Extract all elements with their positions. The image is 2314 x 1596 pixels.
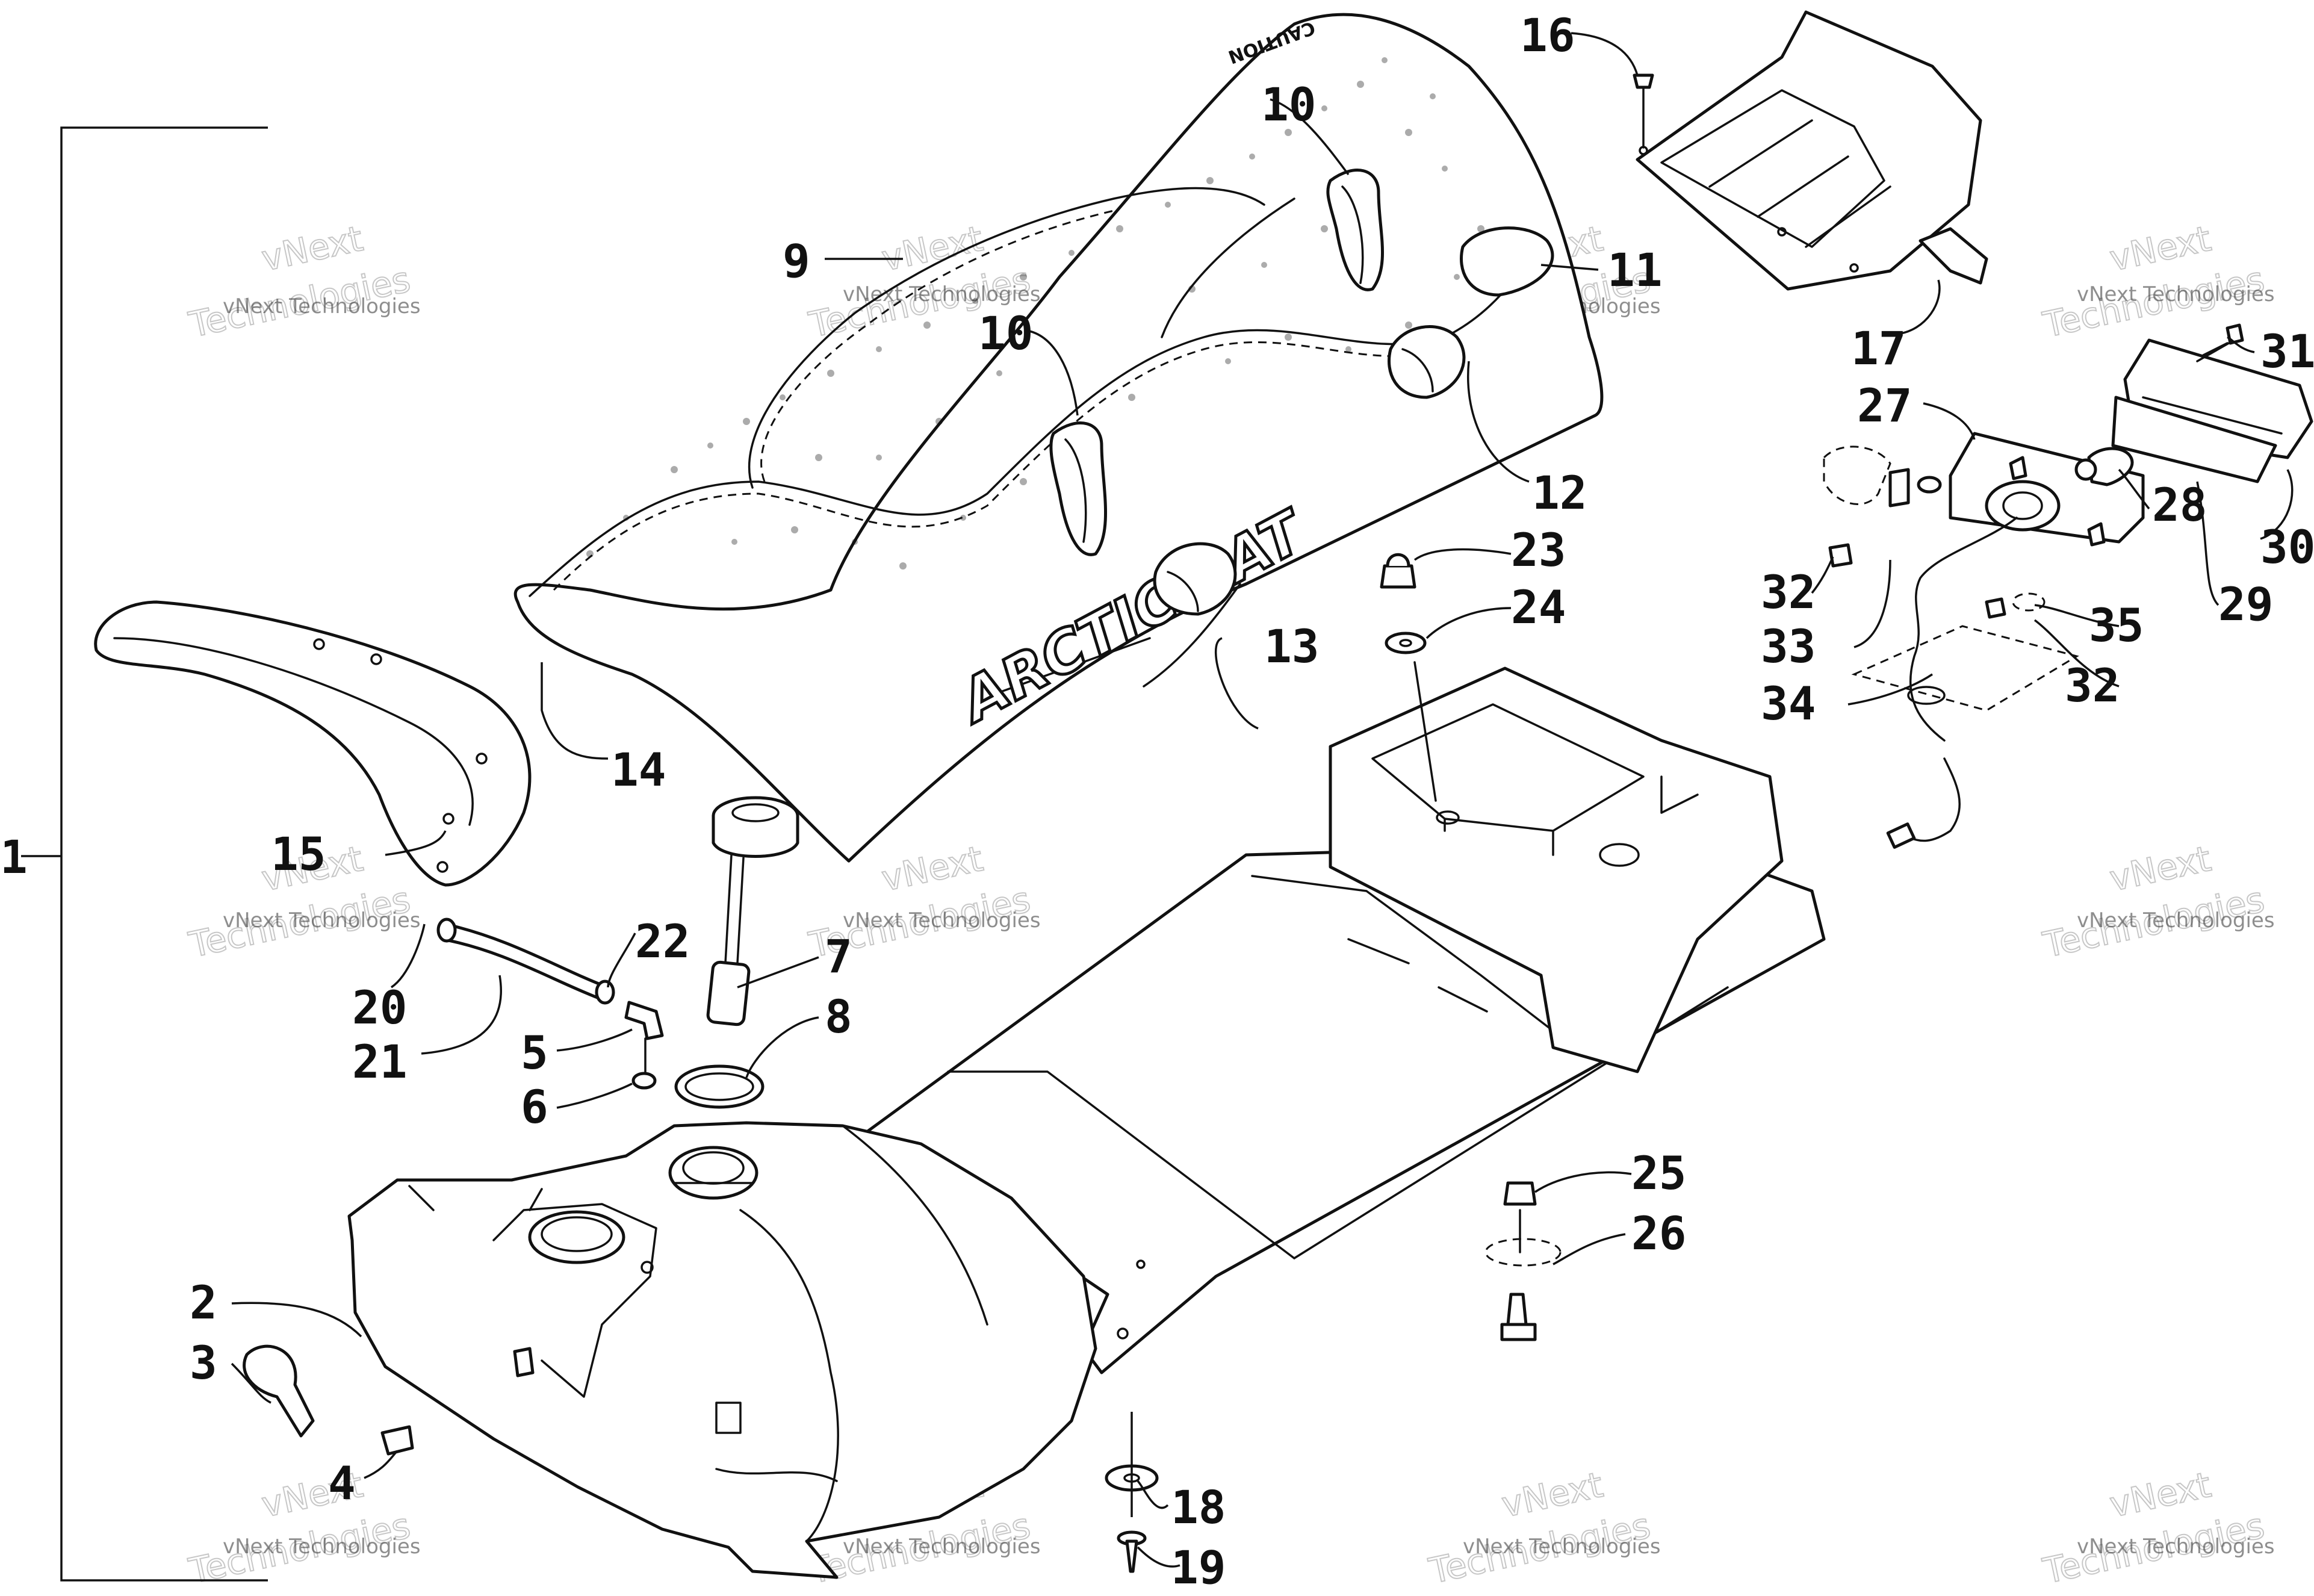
callout-15: 15 xyxy=(271,827,326,881)
callout-6: 6 xyxy=(521,1080,548,1134)
tail-deflector xyxy=(1636,10,1988,291)
callout-33: 33 xyxy=(1761,619,1816,673)
callout-34: 34 xyxy=(1761,677,1816,730)
callouts: 1 2 3 4 5 6 7 8 9 10 10 11 12 13 14 15 1… xyxy=(0,8,2314,1594)
rivet xyxy=(1633,73,1654,149)
lock-nut xyxy=(1380,553,1416,589)
light-bracket xyxy=(1823,446,1942,508)
callout-32: 32 xyxy=(1761,565,1816,619)
wire-harness xyxy=(1886,517,2018,849)
callout-30: 30 xyxy=(2260,520,2314,574)
bolt xyxy=(1500,1293,1537,1341)
svg-text:vNext: vNext xyxy=(2106,218,2215,279)
callout-9: 9 xyxy=(783,234,810,288)
gasket xyxy=(1484,1238,1562,1267)
svg-text:vNext Technologies: vNext Technologies xyxy=(1463,1535,1661,1559)
fuel-tank xyxy=(347,1121,1097,1579)
callout-28: 28 xyxy=(2152,478,2207,532)
svg-text:vNext: vNext xyxy=(2106,1464,2215,1526)
seat-pad xyxy=(1460,226,1554,297)
watermark: vNext Technologies vNext Technologies xyxy=(2039,837,2275,966)
callout-19: 19 xyxy=(1171,1541,1226,1594)
callout-29: 29 xyxy=(2218,577,2274,631)
callout-5: 5 xyxy=(521,1026,548,1079)
svg-text:vNext Technologies: vNext Technologies xyxy=(2077,282,2275,306)
svg-text:vNext: vNext xyxy=(2106,838,2215,899)
drain-plug xyxy=(380,1347,535,1456)
svg-text:vNext Technologies: vNext Technologies xyxy=(223,294,421,318)
callout-7: 7 xyxy=(825,930,852,983)
callout-4: 4 xyxy=(328,1456,356,1510)
hand-grip xyxy=(1049,421,1108,556)
tail-light-housing xyxy=(1949,432,2145,547)
callout-18: 18 xyxy=(1171,1480,1226,1534)
nut xyxy=(1503,1181,1537,1253)
watermark: vNext Technologies vNext Technologies xyxy=(185,217,421,346)
svg-text:vNext Technologies: vNext Technologies xyxy=(2077,908,2275,933)
callout-11: 11 xyxy=(1607,243,1663,297)
svg-text:vNext Technologies: vNext Technologies xyxy=(223,908,421,933)
callout-17: 17 xyxy=(1851,321,1906,375)
svg-text:vNext Technologies: vNext Technologies xyxy=(843,908,1041,933)
callout-32: 32 xyxy=(2065,659,2120,712)
grommet-plate xyxy=(1851,625,2079,712)
callout-10: 10 xyxy=(978,306,1034,360)
callout-12: 12 xyxy=(1532,466,1587,520)
nut xyxy=(1985,592,2046,619)
svg-text:vNext Technologies: vNext Technologies xyxy=(2077,1535,2275,1559)
seat-pad xyxy=(1388,325,1466,399)
hand-grip xyxy=(1326,169,1385,291)
svg-text:vNext Technologies: vNext Technologies xyxy=(843,282,1041,306)
callout-31: 31 xyxy=(2260,324,2314,378)
seat-pad xyxy=(1153,542,1237,616)
leader-lines xyxy=(231,32,2294,1568)
callout-20: 20 xyxy=(352,981,408,1034)
nut xyxy=(1828,543,1853,568)
callout-16: 16 xyxy=(1520,8,1575,62)
callout-3: 3 xyxy=(190,1336,217,1390)
svg-text:vNext Technologies: vNext Technologies xyxy=(223,1535,421,1559)
callout-26: 26 xyxy=(1631,1206,1687,1260)
assembly-bracket xyxy=(21,126,268,1582)
callout-13: 13 xyxy=(1264,619,1320,673)
callout-35: 35 xyxy=(2089,598,2144,652)
hose-clamp xyxy=(243,1344,315,1438)
callout-8: 8 xyxy=(825,990,852,1043)
callout-21: 21 xyxy=(352,1035,408,1088)
watermark: vNext Technologies vNext Technologies xyxy=(185,1464,421,1592)
bulb xyxy=(2074,447,2134,486)
rear-flap xyxy=(94,600,532,887)
vent-hose xyxy=(436,918,664,1090)
callout-23: 23 xyxy=(1511,523,1566,577)
callout-1: 1 xyxy=(0,830,28,884)
callout-10: 10 xyxy=(1261,78,1317,131)
callout-25: 25 xyxy=(1631,1146,1687,1200)
callout-22: 22 xyxy=(635,914,690,968)
callout-14: 14 xyxy=(611,743,666,796)
tail-light-lens xyxy=(2111,338,2313,483)
fuel-sender xyxy=(674,796,799,1109)
washer xyxy=(1385,632,1437,802)
svg-text:vNext Technologies: vNext Technologies xyxy=(843,1535,1041,1559)
storage-compartment xyxy=(1329,666,1784,1073)
watermark: vNext Technologies vNext Technologies xyxy=(1425,1464,1661,1592)
watermark: vNext Technologies vNext Technologies xyxy=(2039,1464,2275,1592)
callout-2: 2 xyxy=(190,1276,217,1329)
screw xyxy=(1117,1530,1147,1573)
callout-24: 24 xyxy=(1511,580,1566,634)
callout-27: 27 xyxy=(1857,379,1912,432)
